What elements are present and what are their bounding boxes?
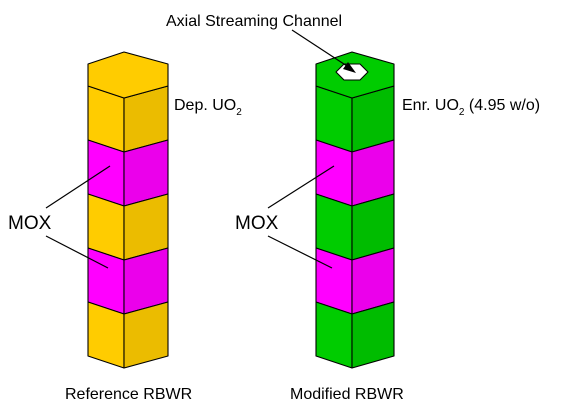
modified-segment-5-right-face: [351, 301, 395, 369]
mox-left-leader-line-lower: [45, 235, 109, 269]
mox-right-leader-line-lower: [267, 235, 333, 269]
mox-left-leader-line-upper: [45, 165, 111, 209]
reference-segment-5-left-face: [87, 301, 125, 369]
reference-assembly-column: [87, 51, 169, 369]
axial-channel-leader-arrowhead: [343, 62, 356, 73]
reference-segment-5-right-face: [123, 301, 169, 369]
enr-uo2-label: Enr. UO2 (4.95 w/o): [402, 97, 540, 118]
reference-top-cap: [87, 51, 169, 99]
reference-rbwr-caption: Reference RBWR: [65, 386, 192, 403]
dep-uo2-label: Dep. UO2: [174, 97, 242, 118]
modified-rbwr-caption: Modified RBWR: [290, 386, 404, 403]
mox-label-reference: MOX: [8, 213, 52, 234]
axial-channel-label: Axial Streaming Channel: [166, 13, 342, 30]
mox-label-modified: MOX: [235, 213, 279, 234]
axial-channel-leader-line: [291, 29, 351, 69]
mox-right-leader-line-upper: [267, 165, 335, 209]
modified-assembly-column: [315, 51, 395, 369]
modified-segment-5-left-face: [315, 301, 353, 369]
